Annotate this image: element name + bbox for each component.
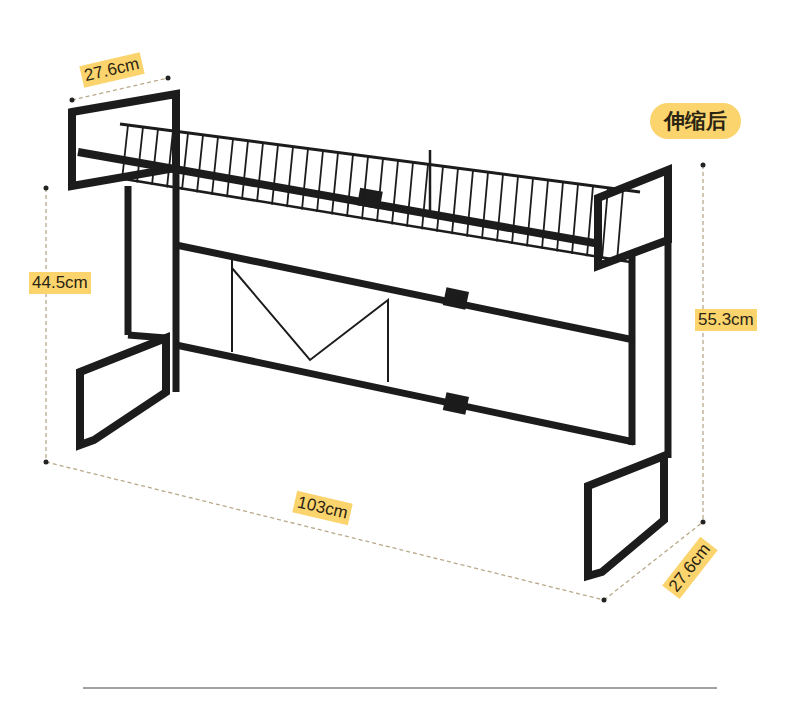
basket-wire [527, 178, 533, 246]
basket-wire [407, 162, 413, 226]
basket-wire [617, 190, 623, 261]
basket-wire [332, 152, 338, 214]
basket-wire [257, 143, 263, 202]
basket-wire [602, 188, 608, 259]
dimension-label: 103cm [292, 491, 353, 525]
basket-wire [362, 156, 368, 219]
basket-wire [227, 139, 233, 197]
basket-wire [377, 158, 383, 221]
rack-frame [72, 94, 668, 576]
basket-wire [467, 170, 473, 236]
dimension-lines [46, 78, 703, 600]
basket-wire [497, 174, 503, 241]
basket-wire [197, 135, 203, 192]
status-badge: 伸缩后 [650, 103, 741, 139]
basket-wire [452, 168, 458, 234]
basket-wire [152, 129, 158, 185]
basket-wire [392, 160, 398, 224]
dimension-label: 55.3cm [695, 309, 757, 331]
basket-wire [287, 147, 293, 207]
dimension-dots [44, 76, 706, 603]
divider-line [83, 688, 717, 689]
basket-wire [122, 125, 128, 180]
basket-wire [587, 186, 593, 256]
basket-wire [272, 145, 278, 205]
basket-wire [137, 127, 143, 182]
badge-text: 伸缩后 [664, 108, 727, 134]
basket-wire [512, 176, 518, 244]
dimension-label: 27.6cm [79, 52, 144, 87]
dimension-label: 44.5cm [29, 272, 91, 294]
basket-wire [212, 137, 218, 195]
basket-wire [542, 180, 548, 249]
basket-wire [242, 141, 248, 200]
basket-wire [482, 172, 488, 239]
rack-hanger [232, 258, 388, 382]
basket-wire [422, 164, 428, 229]
basket-wire [317, 151, 323, 212]
basket-wire [347, 154, 353, 216]
basket-wire [302, 149, 308, 210]
basket-wire [167, 131, 173, 187]
dimension-label: 27.6cm [662, 537, 717, 599]
basket-wire [557, 182, 563, 251]
basket-wire [182, 133, 188, 190]
basket-wire [572, 184, 578, 254]
wire-basket [118, 124, 640, 262]
basket-wire [437, 166, 443, 231]
